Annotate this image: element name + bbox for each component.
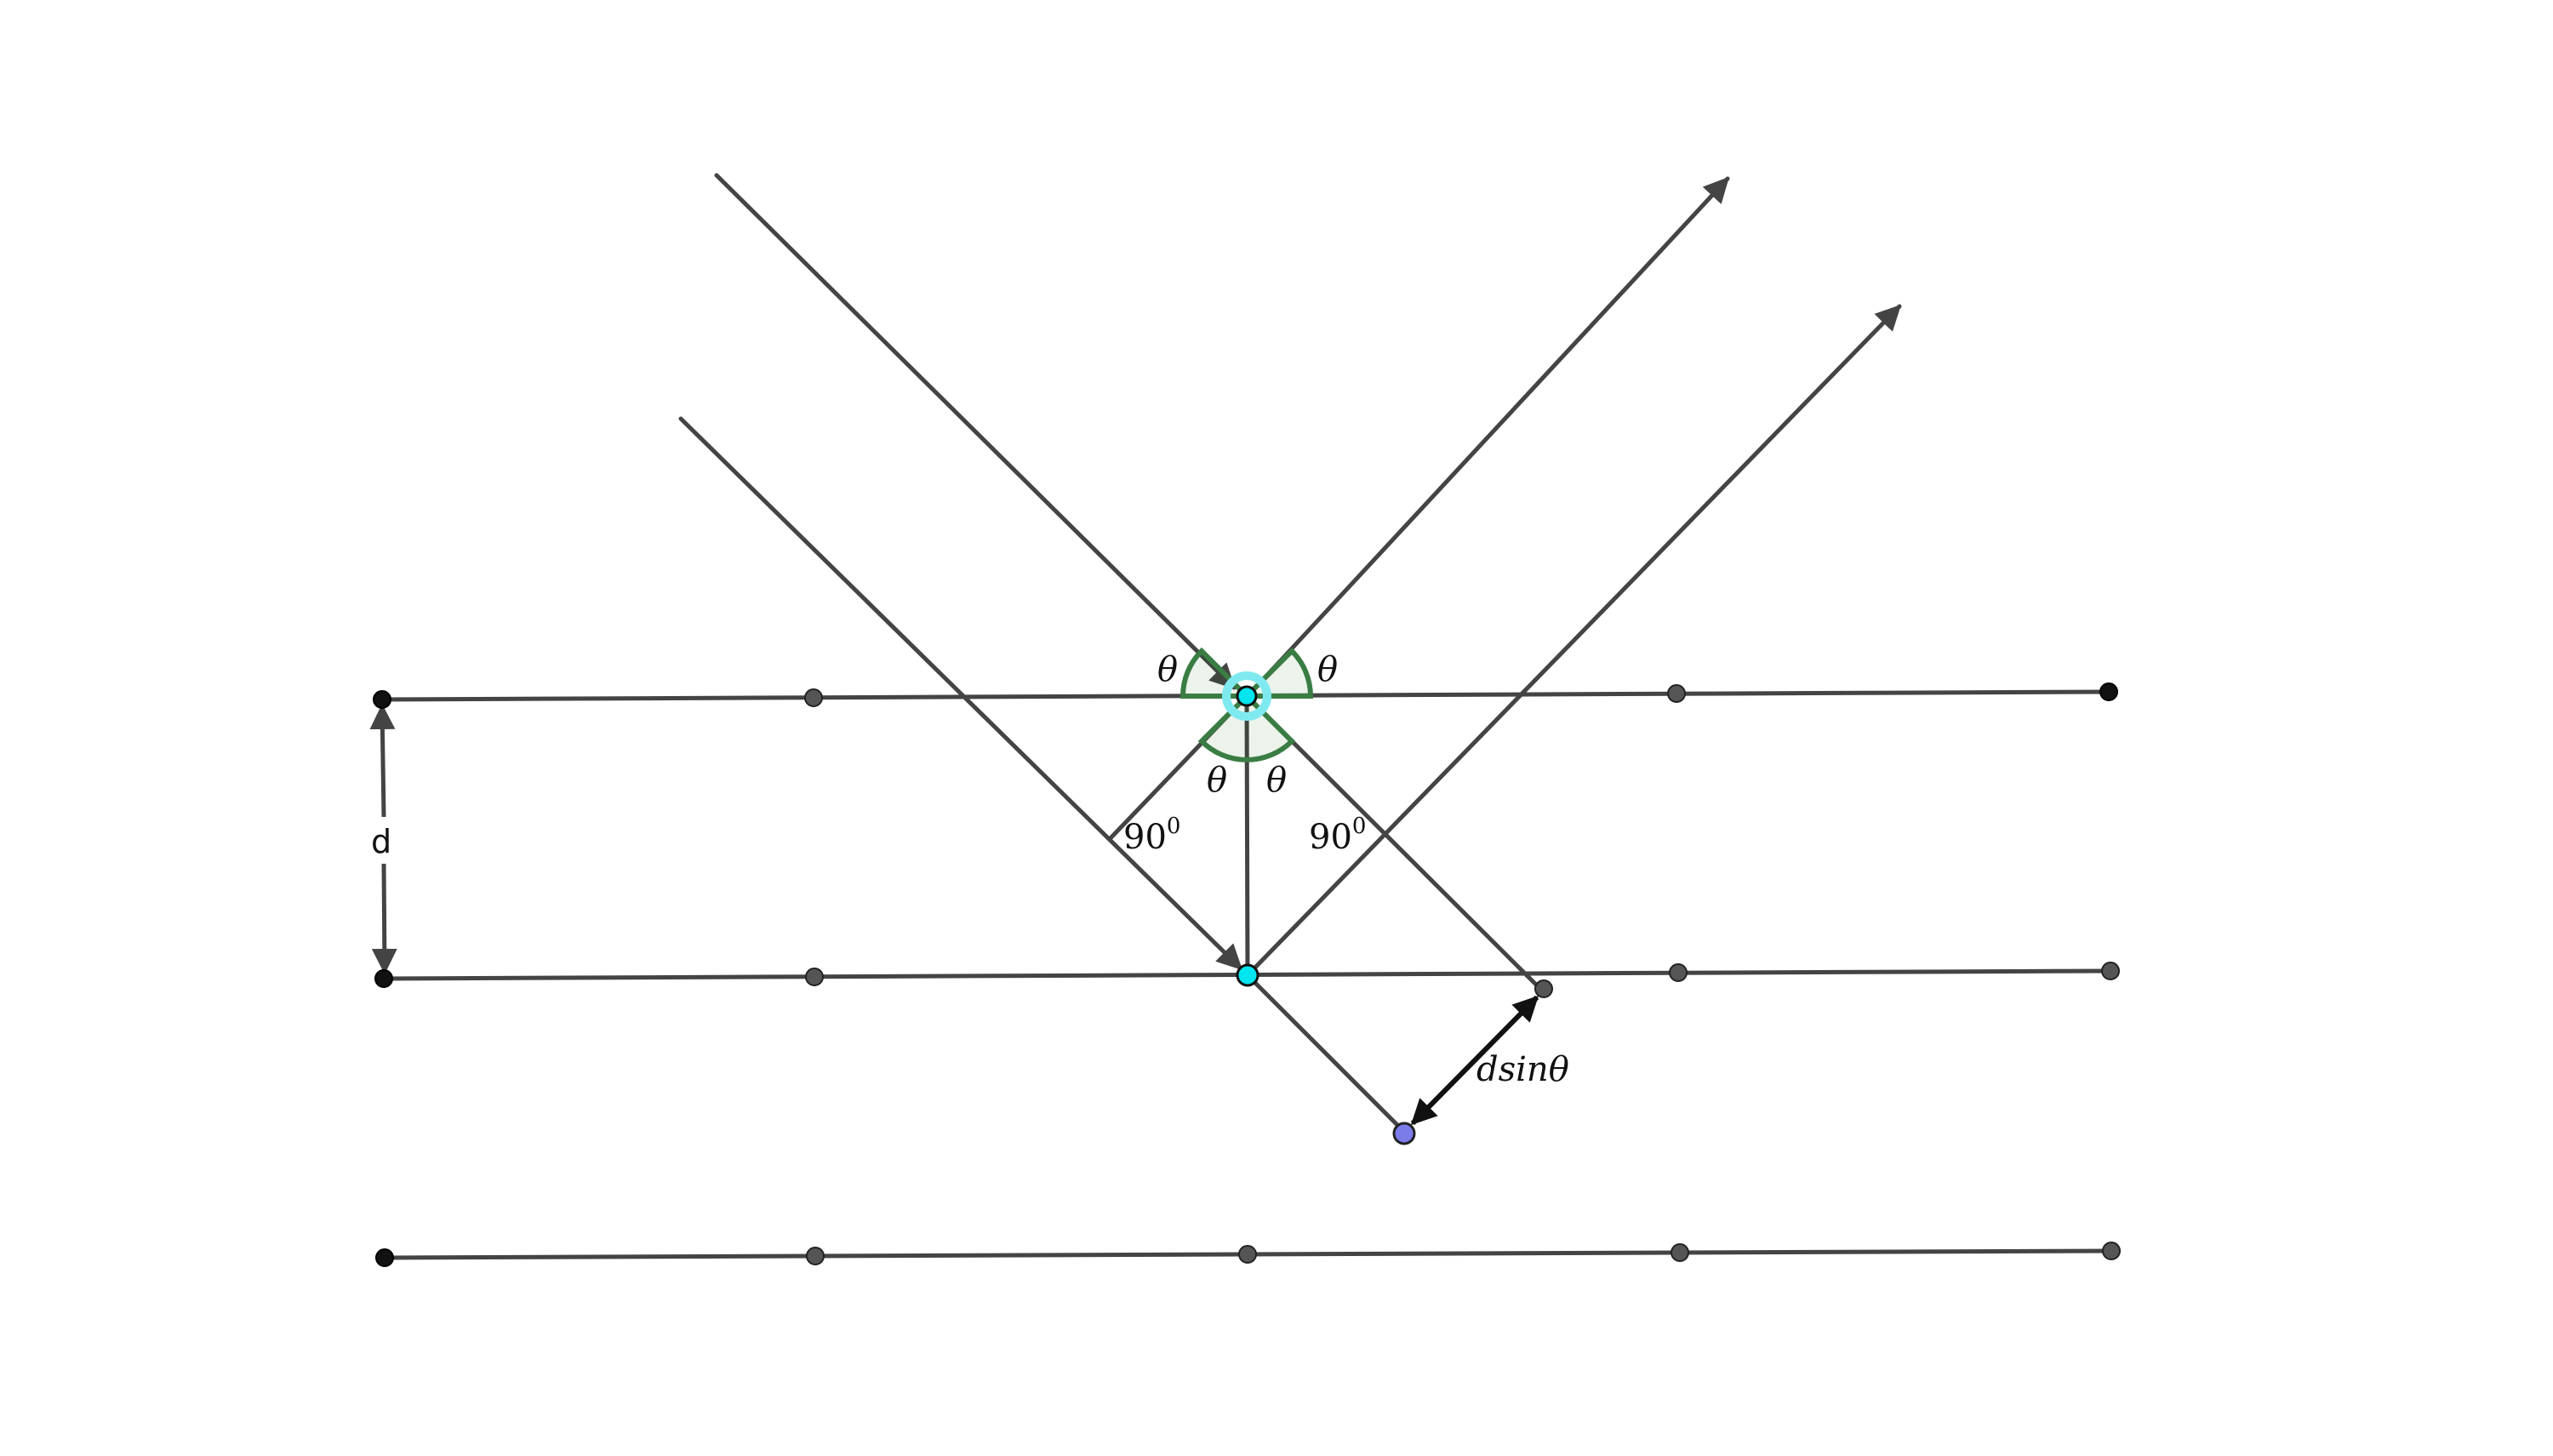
path-difference-arrow: [1410, 995, 1539, 1126]
theta-label-lower-right: θ: [1266, 761, 1287, 800]
lattice-point: [806, 1247, 825, 1265]
lattice-point: [1669, 963, 1688, 982]
lattice-endpoint: [374, 969, 393, 988]
incident-ray-lower: [678, 416, 1243, 971]
reflected-ray-upper: [1247, 176, 1730, 697]
incident-ray-upper: [714, 173, 1237, 690]
spacing-arrow-lower: [371, 863, 397, 974]
path-difference-label: dsinθ: [1476, 1050, 1569, 1089]
lattice-point: [1667, 684, 1686, 703]
spacing-arrow-upper: [369, 704, 396, 818]
right-angle-label-right: 900: [1309, 814, 1366, 857]
right-angle-degree: 0: [1167, 814, 1181, 839]
right-angle-value: 90: [1123, 818, 1167, 857]
right-angle-degree: 0: [1352, 814, 1367, 839]
lattice-point: [2101, 962, 2120, 980]
spacing-label: d: [371, 823, 391, 860]
theta-label-incident: θ: [1157, 650, 1178, 689]
perpendicular-right: [1245, 694, 1544, 992]
path-end-point: [1392, 1122, 1416, 1145]
lattice-point: [804, 688, 823, 707]
lattice-point: [1238, 1245, 1257, 1264]
reflected-ray-lower: [1247, 304, 1902, 976]
right-angle-label-left: 900: [1123, 814, 1180, 857]
lattice-point: [1671, 1243, 1689, 1262]
normal-line: [1244, 695, 1250, 976]
scattering-point-top-ring: [1222, 671, 1271, 721]
scattering-point-middle: [1236, 963, 1259, 987]
right-angle-value: 90: [1309, 818, 1352, 857]
angle-arc-lower: [1197, 692, 1296, 762]
incident-extension: [1246, 974, 1406, 1133]
lattice-point: [805, 968, 824, 986]
theta-label-reflected: θ: [1317, 650, 1338, 689]
theta-label-lower-left: θ: [1207, 761, 1227, 800]
lattice-endpoint: [375, 1248, 394, 1267]
lattice-endpoint: [2099, 682, 2118, 701]
lattice-point: [2102, 1242, 2121, 1260]
lattice-endpoint: [373, 690, 391, 709]
scattering-point-top: [1236, 685, 1258, 707]
perpendicular-foot-point: [1534, 979, 1553, 998]
